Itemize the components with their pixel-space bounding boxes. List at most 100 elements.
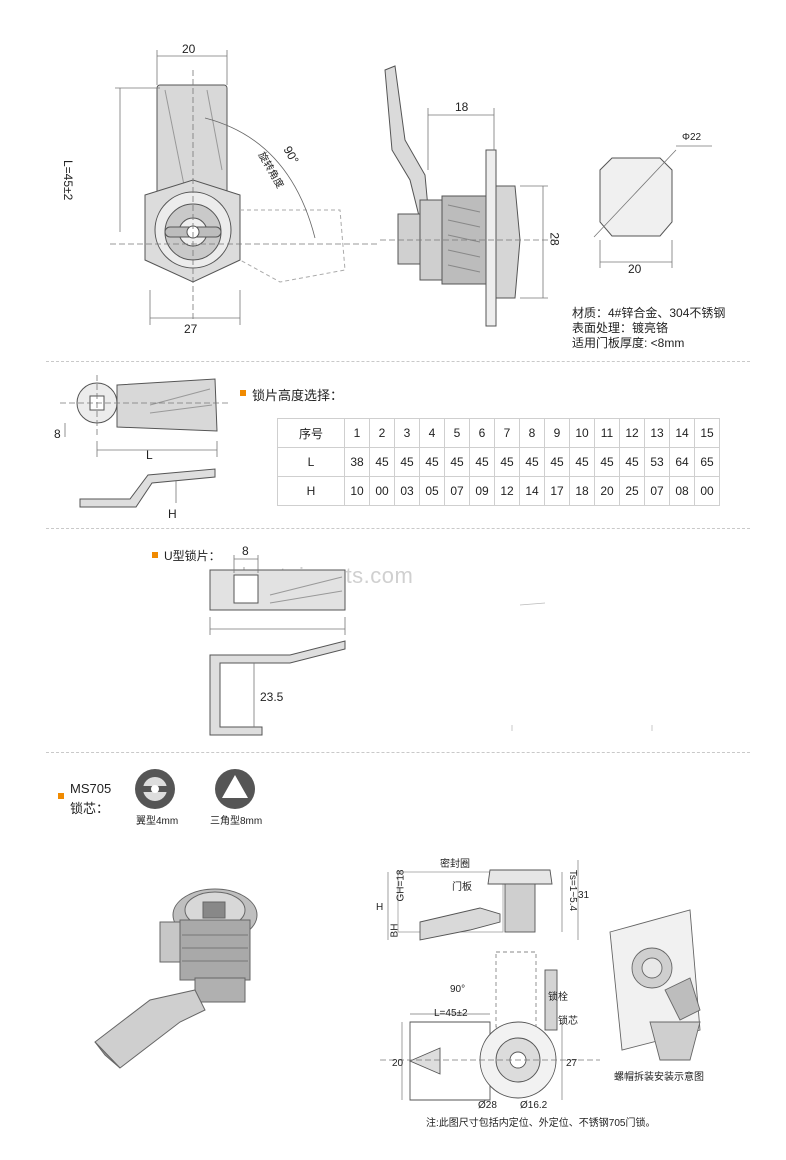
spec-material: 材质：4#锌合金、304不锈钢 — [572, 306, 726, 320]
dim-h: H — [376, 902, 384, 913]
table-cell: 65 — [694, 447, 720, 477]
dim-23-5: 23.5 — [260, 690, 284, 704]
dim-width-bottom: 27 — [184, 322, 198, 336]
table-cell: 8 — [519, 418, 545, 448]
u-latch-drawing — [209, 555, 653, 736]
table-cell: 03 — [394, 476, 420, 506]
u-section-title: U型锁片： — [164, 549, 221, 563]
table-row-index: 序号 1 2 3 4 5 6 7 8 9 10 11 12 13 14 15 — [277, 418, 720, 448]
table-cell: 45 — [469, 447, 495, 477]
spec-surface: 表面处理：镀亮铬 — [572, 321, 669, 335]
height-section-title: 锁片高度选择： — [252, 388, 344, 403]
latch-drawings — [60, 375, 230, 508]
table-cell: 45 — [394, 447, 420, 477]
front-view-drawing — [144, 84, 346, 283]
dim-H-latch: H — [168, 507, 177, 521]
label-panel: 门板 — [452, 882, 472, 893]
table-cell: 64 — [669, 447, 695, 477]
table-cell: 12 — [619, 418, 645, 448]
install-note: 注:此图尺寸包括内定位、外定位、不锈钢705门锁。 — [426, 1118, 656, 1129]
dim-27-install: 27 — [566, 1058, 578, 1069]
core-model: MS705 — [70, 781, 112, 796]
table-cell: 10 — [344, 476, 370, 506]
label-angle: 90° — [450, 984, 466, 995]
table-cell: 1 — [344, 418, 370, 448]
table-cell: 53 — [644, 447, 670, 477]
row-label: L — [277, 447, 345, 477]
table-cell: 45 — [544, 447, 570, 477]
table-cell: 45 — [594, 447, 620, 477]
table-cell: 25 — [619, 476, 645, 506]
mount-caption: 螺帽拆装安装示意图 — [614, 1072, 704, 1083]
core-label: 锁芯： — [70, 801, 110, 816]
table-cell: 13 — [644, 418, 670, 448]
table-cell: 18 — [569, 476, 595, 506]
dim-L-latch: L — [146, 448, 153, 462]
dim-height: 28 — [547, 232, 562, 246]
dim-width-top: 20 — [182, 42, 196, 56]
divider-3 — [46, 752, 750, 753]
dim-L-install: L=45±2 — [434, 1008, 468, 1019]
table-cell: 14 — [669, 418, 695, 448]
divider-2 — [46, 528, 750, 529]
table-cell: 15 — [694, 418, 720, 448]
key-end-view-drawing — [599, 157, 673, 237]
triangle-core-icon — [215, 769, 255, 809]
table-cell: 10 — [569, 418, 595, 448]
spec-thickness: 适用门板厚度: <8mm — [572, 336, 685, 350]
dim-8-u: 8 — [242, 544, 249, 558]
core-triangle-caption: 三角型8mm — [210, 816, 263, 827]
table-cell: 4 — [419, 418, 445, 448]
table-cell: 38 — [344, 447, 370, 477]
side-view-drawing — [384, 65, 521, 327]
dim-square: 20 — [628, 262, 642, 276]
table-cell: 14 — [519, 476, 545, 506]
dim-16-install: Ø16.2 — [520, 1100, 548, 1111]
table-cell: 00 — [369, 476, 395, 506]
table-cell: 07 — [644, 476, 670, 506]
table-cell: 45 — [419, 447, 445, 477]
dim-28-install: Ø28 — [478, 1100, 497, 1111]
table-cell: 45 — [569, 447, 595, 477]
bullet-icon — [58, 793, 64, 799]
table-cell: 45 — [519, 447, 545, 477]
dim-phi: Φ22 — [682, 132, 702, 143]
table-cell: 9 — [544, 418, 570, 448]
table-cell: 20 — [594, 476, 620, 506]
table-cell: 45 — [619, 447, 645, 477]
table-cell: 07 — [444, 476, 470, 506]
divider-1 — [46, 361, 750, 362]
label-core: 锁芯 — [558, 1016, 578, 1027]
table-cell: 05 — [419, 476, 445, 506]
table-cell: 6 — [469, 418, 495, 448]
table-cell: 2 — [369, 418, 395, 448]
bullet-icon — [152, 552, 158, 558]
table-cell: 3 — [394, 418, 420, 448]
dim-bh: BH — [389, 923, 401, 938]
table-cell: 5 — [444, 418, 470, 448]
label-seal: 密封圈 — [440, 859, 470, 870]
dim-gh: GH=18 — [395, 869, 407, 902]
table-cell: 11 — [594, 418, 620, 448]
row-label: H — [277, 476, 345, 506]
table-cell: 45 — [494, 447, 520, 477]
mount-illustration — [609, 909, 701, 1061]
bullet-icon — [240, 390, 246, 396]
table-cell: 17 — [544, 476, 570, 506]
table-row-H: H 10 00 03 05 07 09 12 14 17 18 20 25 07… — [277, 476, 720, 506]
table-cell: 12 — [494, 476, 520, 506]
row-label: 序号 — [277, 418, 345, 448]
table-cell: 00 — [694, 476, 720, 506]
dim-ts: Ts=1~5.4 — [567, 869, 579, 912]
core-wing-caption: 翼型4mm — [136, 816, 179, 827]
dim-31: 31 — [578, 890, 590, 901]
product-photo — [94, 888, 258, 1069]
table-cell: 7 — [494, 418, 520, 448]
table-row-L: L 38 45 45 45 45 45 45 45 45 45 45 45 53… — [277, 447, 720, 477]
dim-L: L=45±2 — [61, 160, 75, 201]
table-cell: 45 — [444, 447, 470, 477]
core-icons — [135, 769, 255, 809]
dim-20-install: 20 — [392, 1058, 404, 1069]
height-selection-table: 序号 1 2 3 4 5 6 7 8 9 10 11 12 13 14 15 L… — [277, 418, 720, 506]
table-cell: 08 — [669, 476, 695, 506]
